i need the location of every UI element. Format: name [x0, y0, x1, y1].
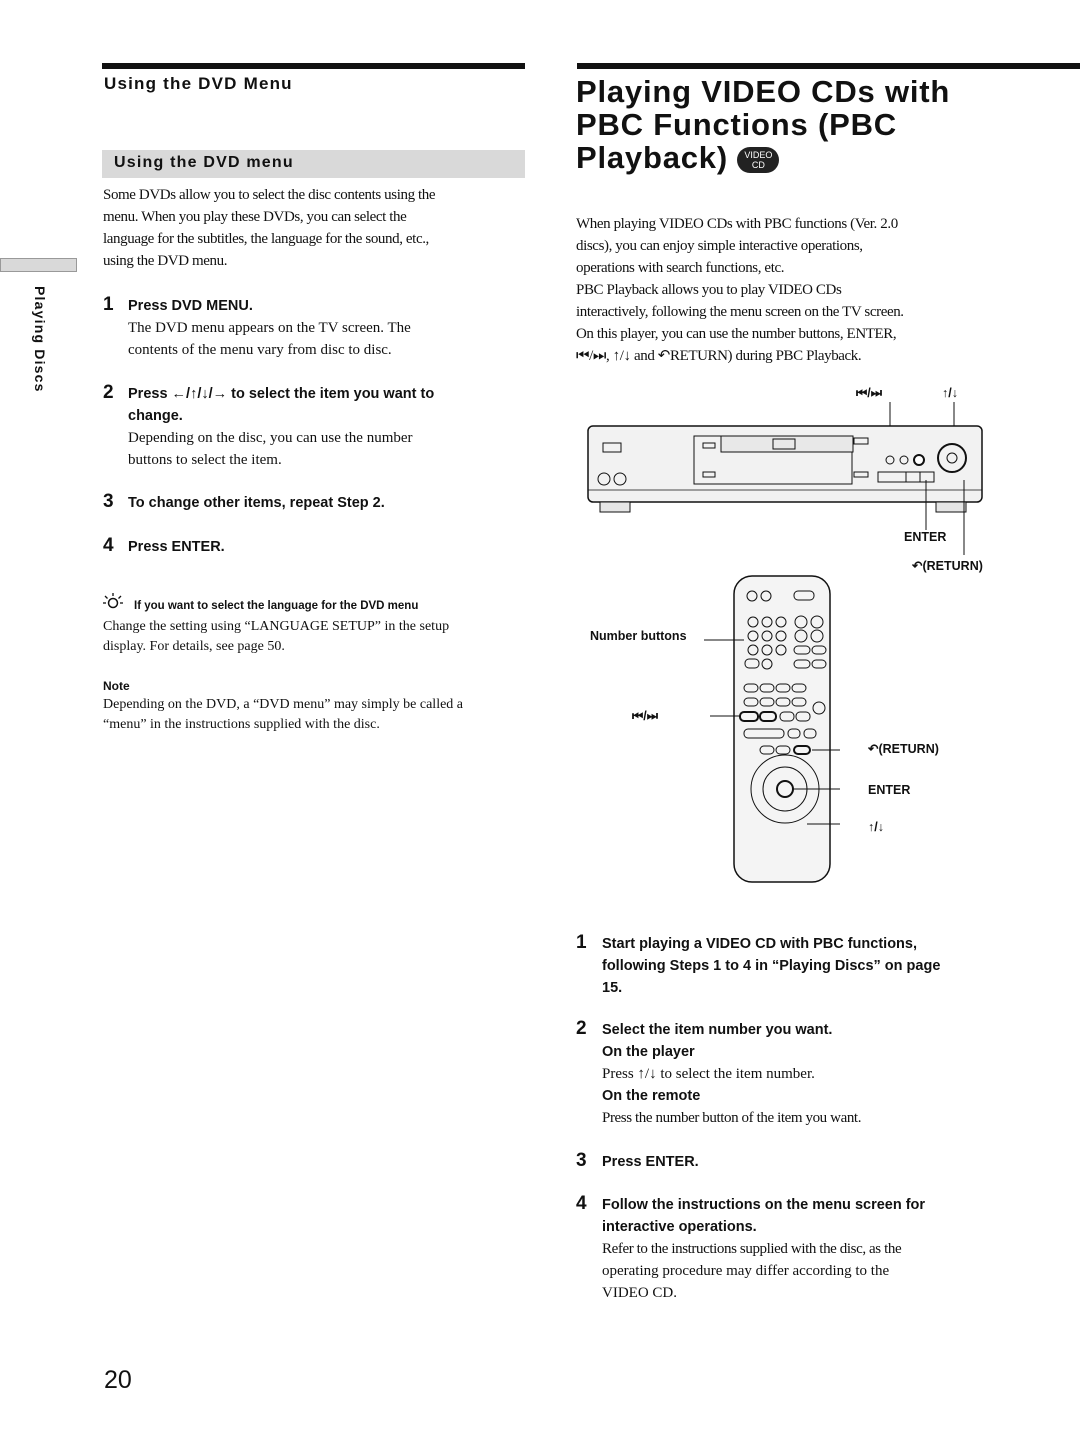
subheader: Using the DVD menu	[114, 154, 294, 171]
intro-line: ⏮/⏭, ↑/↓ and ↶RETURN) during PBC Playbac…	[576, 348, 862, 364]
on-remote-label: On the remote	[602, 1088, 701, 1104]
step-number: 1	[576, 932, 587, 953]
dvd-player-illustration	[587, 402, 983, 555]
note-label: Note	[103, 679, 130, 693]
right-intro: When playing VIDEO CDs with PBC function…	[576, 213, 1006, 367]
tip-lightbulb-icon	[103, 593, 123, 609]
intro-line: operations with search functions, etc.	[576, 260, 785, 276]
step-text: Refer to the instructions supplied with …	[602, 1241, 902, 1257]
step-title: To change other items, repeat Step 2.	[128, 495, 385, 511]
step-text: The DVD menu appears on the TV screen. T…	[128, 320, 411, 336]
tip-line: Change the setting using “LANGUAGE SETUP…	[103, 619, 450, 634]
on-remote-text: Press the number button of the item you …	[602, 1110, 862, 1126]
step-title: interactive operations.	[602, 1219, 757, 1235]
side-tab-marker	[0, 258, 77, 272]
tip-line: display. For details, see page 50.	[103, 639, 285, 654]
step-number: 4	[576, 1193, 587, 1214]
remote-skip-label: ⏮/⏭	[632, 709, 658, 723]
step-text: buttons to select the item.	[128, 452, 282, 468]
right-top-rule	[577, 63, 1080, 69]
step-number: 2	[103, 382, 114, 403]
step-title: Press ENTER.	[602, 1154, 699, 1170]
remote-enter-label: ENTER	[868, 783, 911, 797]
intro-line: discs), you can enjoy simple interactive…	[576, 238, 863, 254]
player-skip-label: ⏮/⏭	[856, 386, 882, 400]
step-number: 3	[576, 1150, 587, 1171]
step-number: 4	[103, 535, 114, 556]
intro-line: interactively, following the menu screen…	[576, 304, 904, 320]
note-text: Depending on the DVD, a “DVD menu” may s…	[103, 695, 463, 735]
remote-number-label: Number buttons	[590, 629, 687, 643]
intro-line: Some DVDs allow you to select the disc c…	[103, 187, 436, 203]
title-line: Playback)	[576, 140, 728, 175]
intro-line: On this player, you can use the number b…	[576, 326, 897, 342]
on-player-text: Press ↑/↓ to select the item number.	[602, 1066, 815, 1082]
player-updown-label: ↑/↓	[942, 386, 958, 400]
title-line: Playing VIDEO CDs with	[576, 74, 951, 109]
step-title: Select the item number you want.	[602, 1022, 833, 1038]
title-line: PBC Functions (PBC	[576, 107, 897, 142]
step-title: Press ←/↑/↓/→ to select the item you wan…	[128, 386, 435, 402]
step-text: Depending on the disc, you can use the n…	[128, 430, 413, 446]
intro-line: menu. When you play these DVDs, you can …	[103, 209, 407, 225]
note-line: Depending on the DVD, a “DVD menu” may s…	[103, 697, 464, 712]
on-player-label: On the player	[602, 1044, 695, 1060]
step-number: 2	[576, 1018, 587, 1039]
tip-text: Change the setting using “LANGUAGE SETUP…	[103, 617, 449, 657]
intro-line: When playing VIDEO CDs with PBC function…	[576, 216, 898, 232]
remote-updown-label: ↑/↓	[868, 820, 884, 834]
step-title: 15.	[602, 980, 623, 996]
intro-line: PBC Playback allows you to play VIDEO CD…	[576, 282, 842, 298]
step-text: contents of the menu vary from disc to d…	[128, 342, 392, 358]
intro-line: using the DVD menu.	[103, 253, 228, 269]
subheader-bar	[102, 150, 525, 178]
remote-control-illustration	[704, 575, 840, 883]
intro-line: language for the subtitles, the language…	[103, 231, 429, 247]
note-line: “menu” in the instructions supplied with…	[103, 717, 380, 732]
section-header: Using the DVD Menu	[104, 74, 293, 93]
step-title: change.	[128, 408, 183, 424]
remote-return-label: ↶(RETURN)	[868, 742, 939, 756]
page-title: Playing VIDEO CDs with PBC Functions (PB…	[576, 75, 1076, 174]
side-tab-label: Playing Discs	[32, 286, 48, 393]
side-tab-label-wrap: Playing Discs	[30, 286, 50, 398]
player-return-label: ↶(RETURN)	[912, 559, 983, 573]
step-title: Press ENTER.	[128, 539, 225, 555]
step-number: 1	[103, 294, 114, 315]
step-title: Press DVD MENU.	[128, 298, 253, 314]
tip-title: If you want to select the language for t…	[134, 600, 419, 612]
step-number: 3	[103, 491, 114, 512]
left-top-rule	[102, 63, 525, 69]
step-title: following Steps 1 to 4 in “Playing Discs…	[602, 958, 941, 974]
step-title: Start playing a VIDEO CD with PBC functi…	[602, 936, 917, 952]
left-intro: Some DVDs allow you to select the disc c…	[103, 184, 523, 272]
page-number: 20	[104, 1366, 132, 1394]
player-enter-label: ENTER	[904, 530, 947, 544]
step-text: operating procedure may differ according…	[602, 1263, 890, 1279]
step-text: VIDEO CD.	[602, 1285, 677, 1301]
step-title: Follow the instructions on the menu scre…	[602, 1197, 926, 1213]
